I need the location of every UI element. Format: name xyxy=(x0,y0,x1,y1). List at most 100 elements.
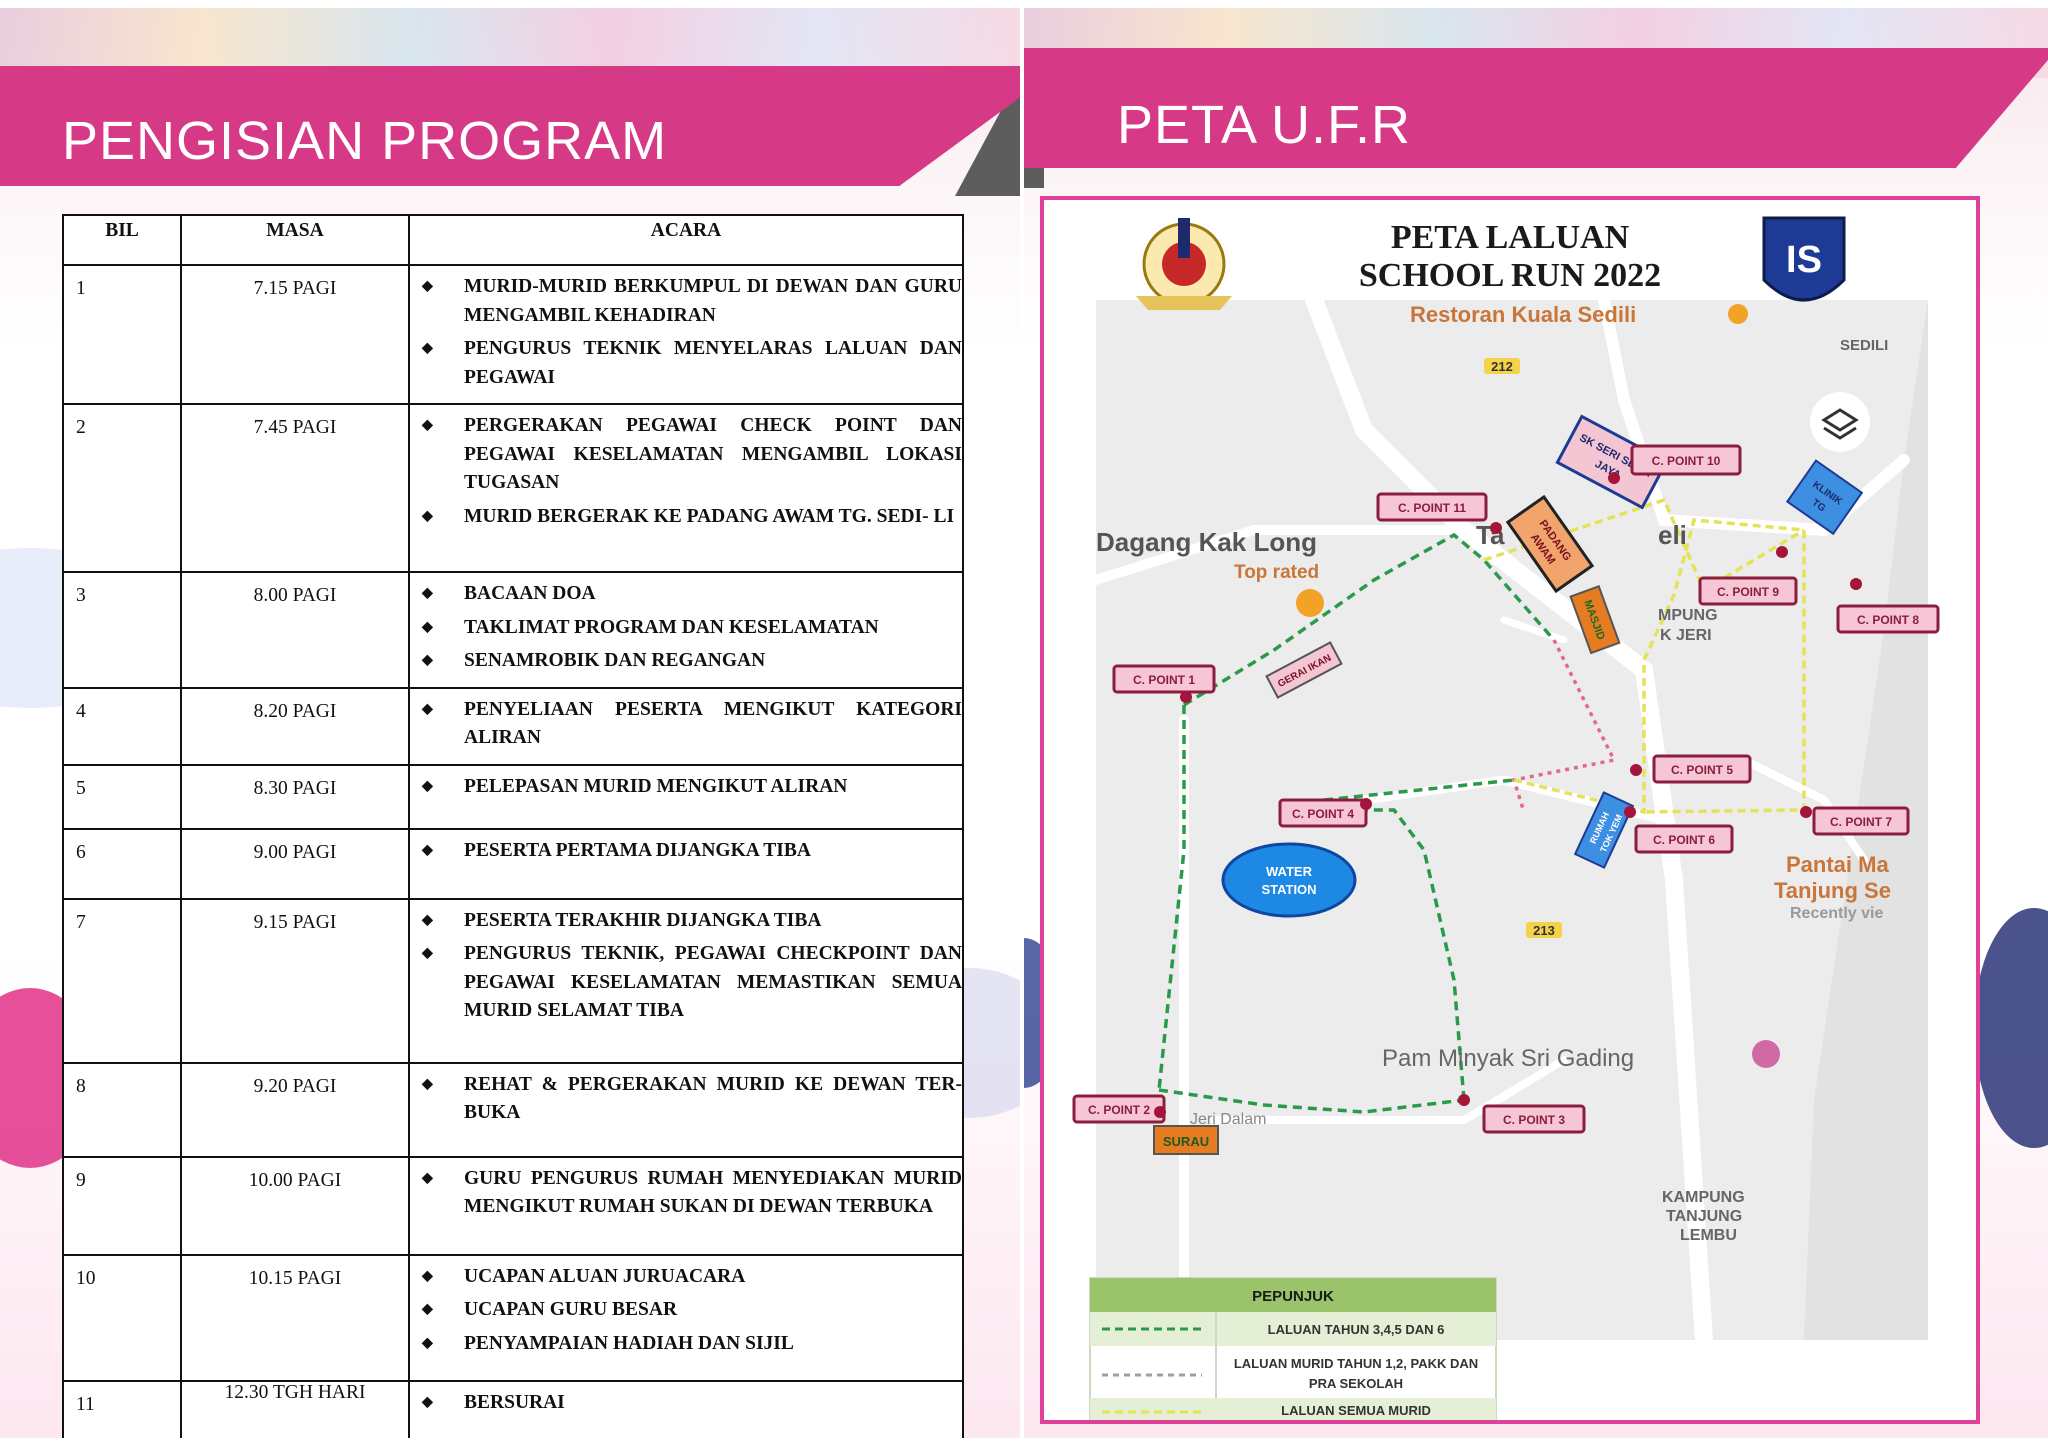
checkpoint-10: C. POINT 10 xyxy=(1608,444,1742,484)
diamond-bullet-icon: ◆ xyxy=(422,1335,433,1351)
page-title: PETA U.F.R xyxy=(1117,95,1412,155)
svg-text:WATER: WATER xyxy=(1266,864,1313,879)
cell-masa: 9.00 PAGI xyxy=(180,827,410,900)
cell-bil: 1 xyxy=(62,264,182,405)
diamond-bullet-icon: ◆ xyxy=(422,653,433,668)
checkpoint-1: C. POINT 1 xyxy=(1112,664,1216,703)
acara-text: PERGERAKAN PEGAWAI CHECK POINT DAN PEGAW… xyxy=(464,415,962,493)
diamond-bullet-icon: ◆ xyxy=(422,842,433,858)
cell-acara: ◆PELEPASAN MURID MENGIKUT ALIRAN xyxy=(408,763,964,830)
acara-text: PENGURUS TEKNIK MENYELARAS LALUAN DAN PE… xyxy=(464,338,962,388)
cell-bil: 11 xyxy=(62,1379,182,1438)
acara-item: ◆BACAAN DOA xyxy=(422,580,962,609)
acara-text: PESERTA PERTAMA DIJANGKA TIBA xyxy=(464,839,811,861)
svg-text:SURAU: SURAU xyxy=(1163,1134,1209,1149)
svg-text:C. POINT 6: C. POINT 6 xyxy=(1653,833,1715,847)
acara-item: ◆ PESERTA PERTAMA DIJANGKA TIBA xyxy=(422,837,962,866)
checkpoint-6: C. POINT 6 xyxy=(1624,806,1734,854)
place-sedili: SEDILI xyxy=(1840,337,1888,354)
road-212-label: 212 xyxy=(1491,359,1513,374)
place-kampung-tl-3: LEMBU xyxy=(1680,1227,1737,1244)
acara-item: ◆MURID-MURID BERKUMPUL DI DEWAN DAN GURU… xyxy=(422,273,962,330)
cell-masa: 8.20 PAGI xyxy=(180,686,410,766)
cell-acara: ◆PERGERAKAN PEGAWAI CHECK POINT DAN PEGA… xyxy=(408,403,964,573)
acara-text: BERSURAI xyxy=(464,1391,565,1413)
diamond-bullet-icon: ◆ xyxy=(422,701,433,717)
cell-acara: ◆ PESERTA PERTAMA DIJANGKA TIBA xyxy=(408,827,964,900)
fuel-pin-icon xyxy=(1752,1040,1780,1068)
acara-text: SENAMROBIK DAN REGANGAN xyxy=(464,650,766,671)
checkpoint-7: C. POINT 7 xyxy=(1800,806,1910,836)
cell-masa: 10.15 PAGI xyxy=(180,1253,410,1382)
place-pantai-2: Tanjung Se xyxy=(1774,878,1891,903)
place-pantai-3: Recently vie xyxy=(1790,905,1883,922)
cell-bil: 10 xyxy=(62,1253,182,1382)
cell-bil: 5 xyxy=(62,763,182,830)
school-badge-emblem: IS xyxy=(1762,216,1846,302)
legend-row-1: LALUAN TAHUN 3,4,5 DAN 6 xyxy=(1268,1322,1445,1337)
acara-item: ◆PESERTA TERAKHIR DIJANGKA TIBA xyxy=(422,907,962,936)
column-header-acara: ACARA xyxy=(408,214,964,266)
checkpoint-5: C. POINT 5 xyxy=(1630,754,1752,784)
acara-item: ◆ BERSURAI xyxy=(422,1389,962,1418)
cell-acara: ◆UCAPAN ALUAN JURUACARA◆UCAPAN GURU BESA… xyxy=(408,1253,964,1382)
acara-text: PENYELIAAN PESERTA MENGIKUT KATEGORI ALI… xyxy=(464,698,962,749)
svg-text:C. POINT 10: C. POINT 10 xyxy=(1652,454,1721,468)
column-header-masa: MASA xyxy=(180,214,410,266)
acara-item: ◆UCAPAN ALUAN JURUACARA xyxy=(422,1263,962,1292)
checkpoint-2: C. POINT 2 xyxy=(1072,1094,1166,1124)
layers-icon[interactable] xyxy=(1810,392,1870,452)
place-town-fragment: eli xyxy=(1658,520,1687,550)
checkpoint-3: C. POINT 3 xyxy=(1458,1094,1586,1134)
column-header-bil: BIL xyxy=(62,214,182,266)
checkpoint-8: C. POINT 8 xyxy=(1836,578,1940,634)
acara-item: ◆PENGURUS TEKNIK, PEGAWAI CHECKPOINT DAN… xyxy=(422,940,962,1026)
svg-text:C. POINT 7: C. POINT 7 xyxy=(1830,815,1892,829)
acara-text: PELEPASAN MURID MENGIKUT ALIRAN xyxy=(464,775,848,797)
diamond-bullet-icon: ◆ xyxy=(422,279,433,294)
acara-text: PENYAMPAIAN HADIAH DAN SIJIL xyxy=(464,1332,794,1354)
road-213-label: 213 xyxy=(1533,923,1555,938)
cell-acara: ◆REHAT & PERGERAKAN MURID KE DEWAN TER- … xyxy=(408,1061,964,1158)
route-lines xyxy=(1157,497,1806,1114)
cell-bil: 3 xyxy=(62,571,182,689)
map-base xyxy=(1096,300,1928,1340)
acara-item: ◆ PENYAMPAIAN HADIAH DAN SIJIL xyxy=(422,1330,962,1359)
acara-item: ◆MURID BERGERAK KE PADANG AWAM TG. SEDI-… xyxy=(422,503,962,532)
place-kampung-2: K JERI xyxy=(1660,627,1712,644)
cell-bil: 9 xyxy=(62,1155,182,1256)
place-pam: Pam Minyak Sri Gading xyxy=(1382,1045,1634,1072)
school-crest-emblem xyxy=(1136,218,1232,310)
map-panel: PETA U.F.R xyxy=(1024,8,2048,1438)
legend-title: PEPUNJUK xyxy=(1252,1288,1334,1305)
acara-item: ◆PENGURUS TEKNIK MENYELARAS LALUAN DAN P… xyxy=(422,335,962,392)
acara-text: PENGURUS TEKNIK, PEGAWAI CHECKPOINT DAN … xyxy=(464,943,962,1021)
acara-text: GURU PENGURUS RUMAH MENYEDIAKAN MURID ME… xyxy=(464,1167,962,1218)
acara-text: MURID BERGERAK KE PADANG AWAM TG. SEDI- … xyxy=(464,505,955,527)
cell-acara: ◆ PENYELIAAN PESERTA MENGIKUT KATEGORI AL… xyxy=(408,686,964,766)
svg-text:C. POINT 11: C. POINT 11 xyxy=(1398,501,1466,515)
map-heading-line-1: PETA LALUAN xyxy=(1391,219,1630,256)
landmark-water-station: WATER STATION xyxy=(1221,842,1357,918)
acara-text: BACAAN DOA xyxy=(464,583,596,604)
cell-masa: 7.15 PAGI xyxy=(180,264,410,405)
title-banner: PETA U.F.R xyxy=(1024,48,2048,168)
place-kampung-tl-2: TANJUNG xyxy=(1666,1208,1742,1225)
landmark-surau: SURAU xyxy=(1153,1125,1219,1155)
cell-acara: ◆GURU PENGURUS RUMAH MENYEDIAKAN MURID M… xyxy=(408,1155,964,1256)
place-kampung-tl-1: KAMPUNG xyxy=(1662,1189,1745,1206)
diamond-bullet-icon: ◆ xyxy=(422,619,433,635)
diamond-bullet-icon: ◆ xyxy=(422,1394,433,1410)
map-legend: PEPUNJUK LALUAN TAHUN 3,4,5 DAN 6 LALUAN… xyxy=(1089,1277,1497,1420)
